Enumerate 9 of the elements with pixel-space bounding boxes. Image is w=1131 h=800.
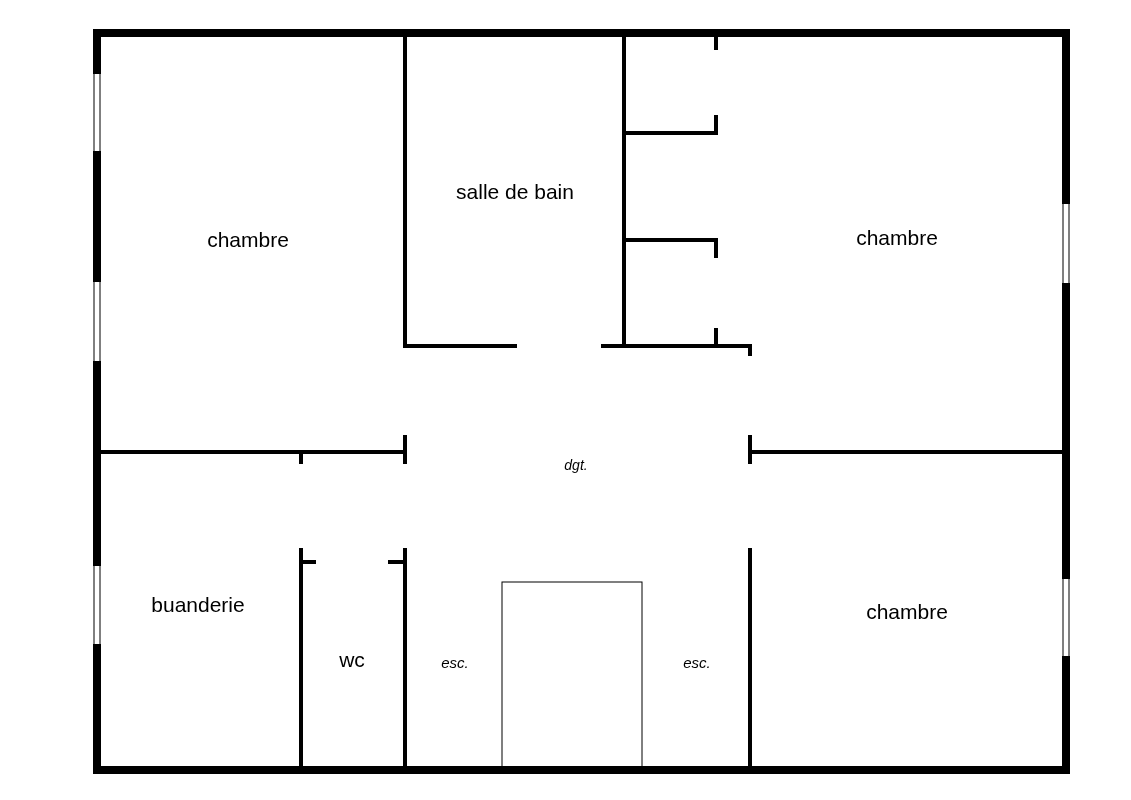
stair-label: esc. [441,653,469,671]
room-label: chambre [866,600,948,624]
room-label: dgt. [564,457,588,473]
room-label: wc [339,648,365,672]
room-label: buanderie [151,593,245,617]
room-label: chambre [207,228,289,252]
stair-label: esc. [683,653,711,671]
room-label: chambre [856,226,938,250]
room-label: salle de bain [456,180,574,204]
